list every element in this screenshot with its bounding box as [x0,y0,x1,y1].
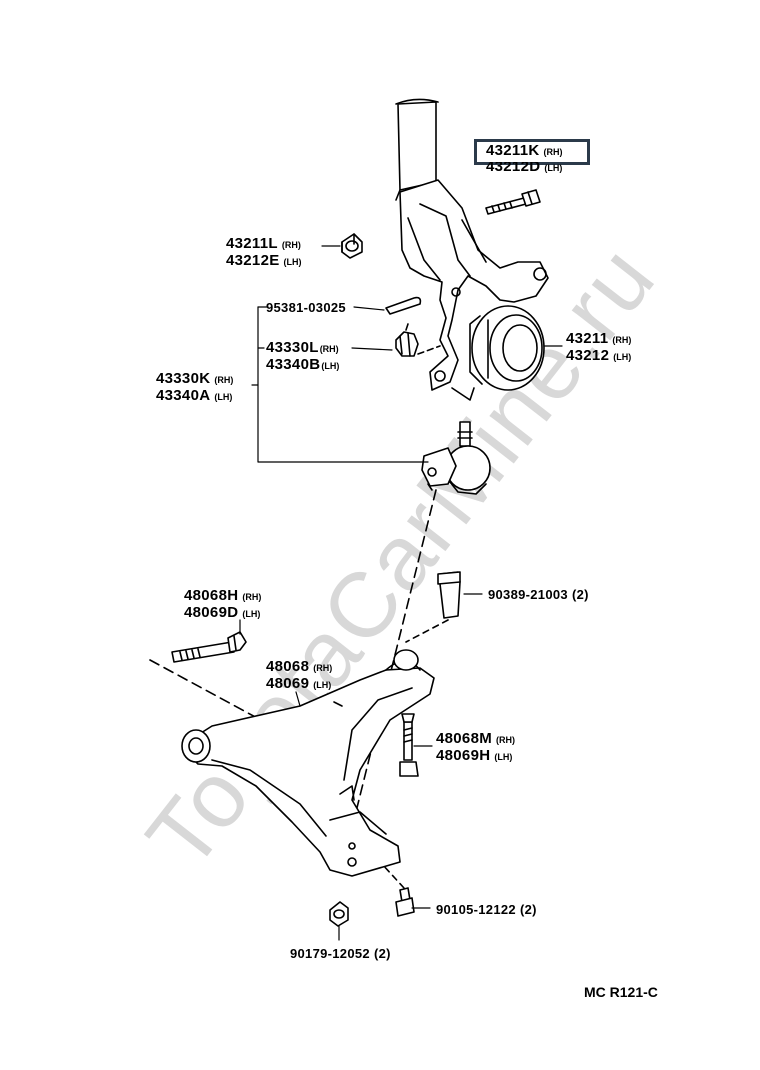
leader-lines [239,245,563,941]
label-ball-joint-assy[interactable]: 43330K(RH) 43340A(LH) [156,371,233,405]
part-number-lh[interactable]: 43212D [486,158,541,175]
side-lh: (LH) [214,392,233,402]
part-number-lh[interactable]: 48069 [266,675,310,692]
label-steering-knuckle-bolt[interactable]: 43211K(RH) 43212D(LH) [486,143,563,176]
part-number-lh[interactable]: 43340B [266,356,321,373]
side-lh: (LH) [321,361,340,371]
label-arm-rear-bolt[interactable]: 48068M(RH) 48069H(LH) [436,731,515,765]
side-lh: (LH) [494,752,513,762]
side-lh: (LH) [242,609,261,619]
side-lh: (LH) [283,257,302,267]
part-number-lh[interactable]: 43212 [566,347,610,364]
lower-arm-illustration [181,649,435,877]
knuckle-nut-illustration [341,233,363,259]
quantity: (2) [373,946,391,961]
castle-nut-illustration [395,323,441,357]
cotter-pin-illustration [385,296,422,315]
part-number-rh[interactable]: 43211K [486,142,540,159]
part-number[interactable]: 90179-12052 [290,946,370,961]
nut-illustration [329,901,349,927]
side-lh: (LH) [544,163,563,173]
side-rh: (RH) [281,240,301,250]
part-number-lh[interactable]: 43340A [156,387,211,404]
side-rh: (RH) [496,735,516,745]
part-number-lh[interactable]: 48069H [436,747,491,764]
flange-bolt-illustration [381,863,415,917]
part-number-rh[interactable]: 48068 [266,658,310,675]
side-rh: (RH) [543,147,563,157]
side-rh: (RH) [319,344,339,354]
label-lower-arm[interactable]: 48068(RH) 48069(LH) [266,659,332,693]
label-nut[interactable]: 90179-12052(2) [290,946,391,961]
label-flange-bolt[interactable]: 90105-12122(2) [436,902,537,917]
quantity: (2) [571,587,589,602]
part-number-lh[interactable]: 48069D [184,604,239,621]
label-ball-joint-nut[interactable]: 43330L(RH) 43340B(LH) [266,340,339,374]
label-arm-bolt[interactable]: 48068H(RH) 48069D(LH) [184,588,261,622]
highlighted-part-box [474,139,590,165]
part-number-rh[interactable]: 48068M [436,730,493,747]
side-rh: (RH) [612,335,632,345]
steering-knuckle-illustration [399,179,549,401]
label-cotter-pin[interactable]: 95381-03025 [266,300,346,315]
side-rh: (RH) [313,663,333,673]
label-steering-knuckle[interactable]: 43211(RH) 43212(LH) [566,331,631,365]
knuckle-bolt-illustration [485,189,541,215]
bushing-collar-illustration [405,571,461,643]
part-number-rh[interactable]: 43211 [566,330,609,347]
part-number-rh[interactable]: 43330K [156,370,211,387]
part-number-rh[interactable]: 43330L [266,339,319,356]
ball-joint-dashed-guide [343,489,437,861]
arm-rear-bolt-illustration [399,713,419,777]
part-number-rh[interactable]: 43211L [226,235,278,252]
label-bushing-collar[interactable]: 90389-21003(2) [488,587,589,602]
diagram-code: MC R121-C [584,984,658,1000]
arm-bolt-illustration [149,631,273,727]
part-number[interactable]: 90389-21003 [488,587,568,602]
quantity: (2) [519,902,537,917]
ball-joint-illustration [421,421,491,495]
side-rh: (RH) [214,375,234,385]
part-number[interactable]: 90105-12122 [436,902,516,917]
part-number-rh[interactable]: 48068H [184,587,239,604]
side-lh: (LH) [313,680,332,690]
side-rh: (RH) [242,592,262,602]
label-knuckle-nut[interactable]: 43211L(RH) 43212E(LH) [226,236,302,270]
part-number-lh[interactable]: 43212E [226,252,280,269]
side-lh: (LH) [613,352,632,362]
